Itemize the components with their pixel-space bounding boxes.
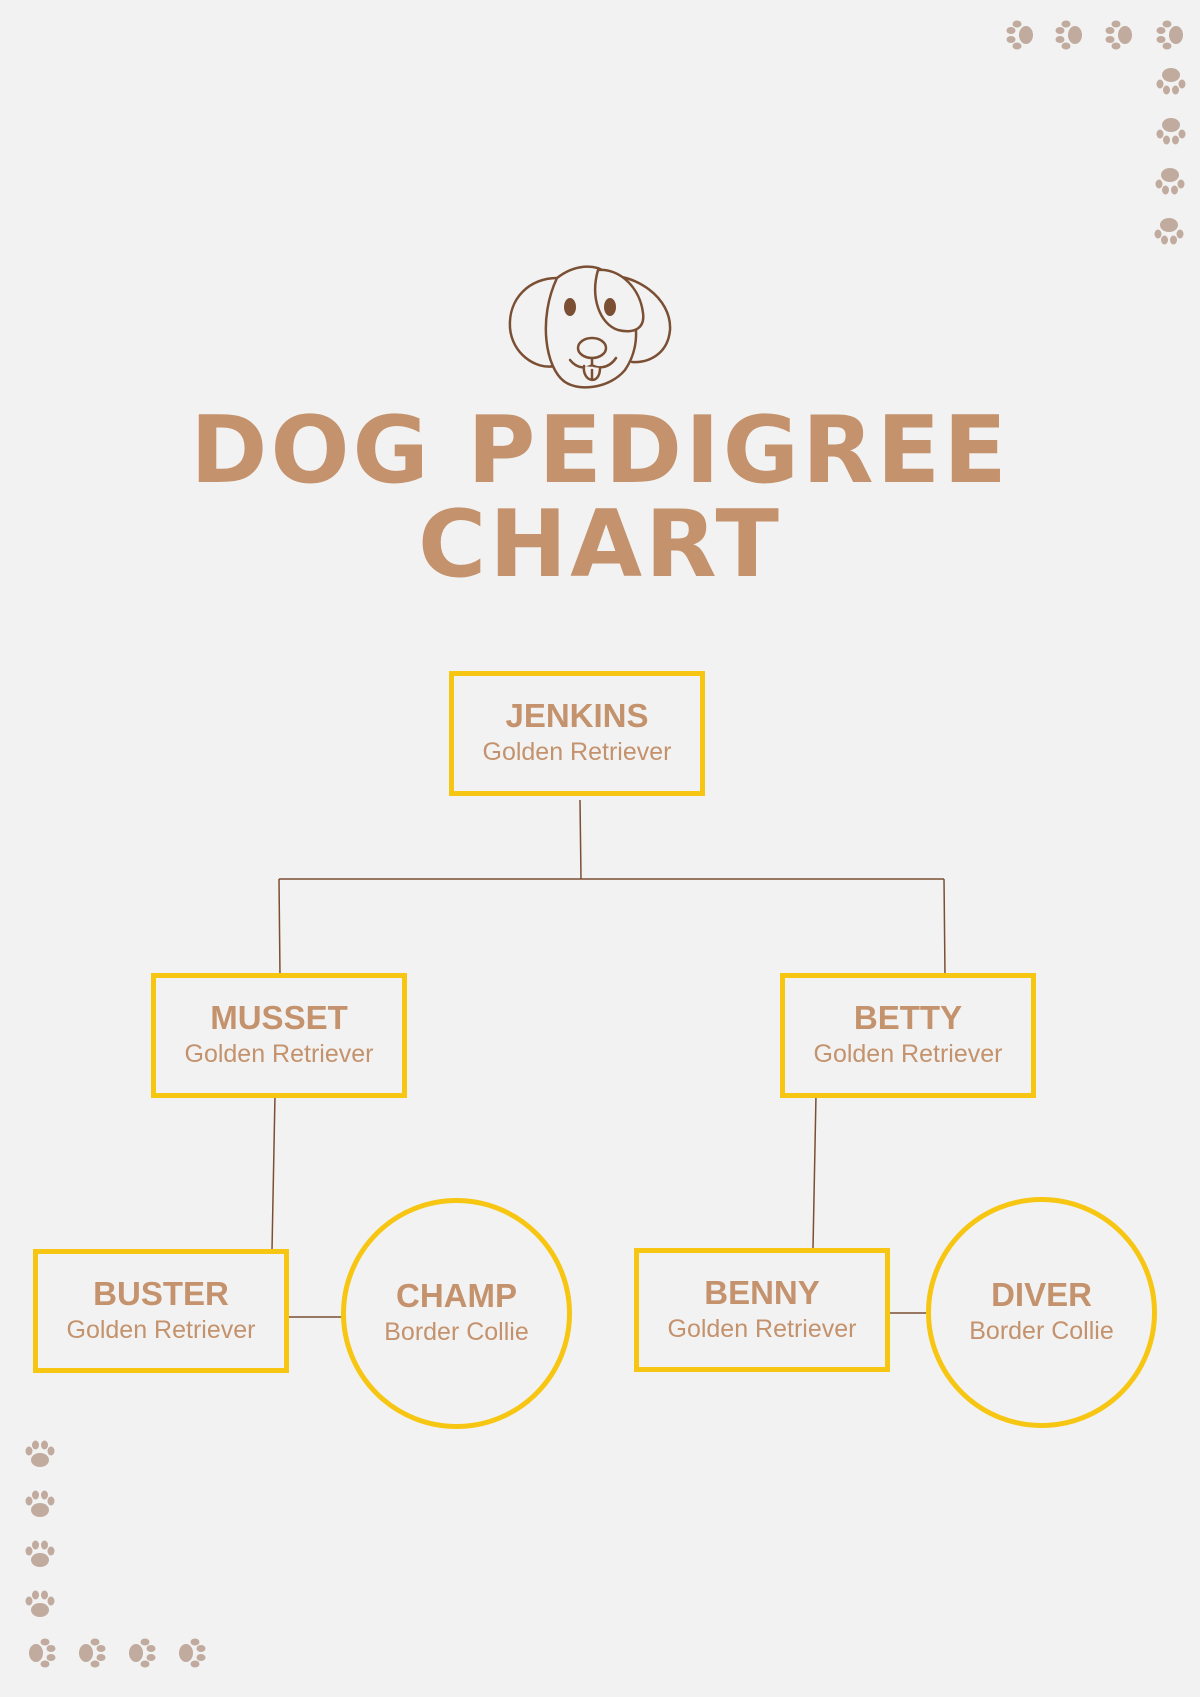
paw-print-icon [1051, 17, 1087, 53]
connector-musset-buster [271, 1094, 276, 1251]
node-breed: Golden Retriever [813, 1040, 1003, 1069]
node-jenkins: JENKINS Golden Retriever [449, 671, 705, 796]
node-diver: DIVER Border Collie [926, 1197, 1157, 1428]
node-name: MUSSET [210, 999, 348, 1037]
node-breed: Border Collie [969, 1317, 1114, 1346]
node-buster: BUSTER Golden Retriever [33, 1249, 289, 1373]
connector-jenkins-down [579, 799, 582, 880]
paw-print-icon [1151, 213, 1187, 249]
node-name: BENNY [704, 1273, 820, 1311]
paw-print-icon [1153, 113, 1189, 149]
paw-print-icon [74, 1635, 110, 1671]
node-name: DIVER [991, 1276, 1092, 1314]
paw-print-icon [22, 1436, 58, 1472]
paw-print-icon [1002, 17, 1038, 53]
paw-print-icon [1152, 163, 1188, 199]
page-title-line-2: CHART [418, 490, 782, 598]
node-breed: Golden Retriever [66, 1315, 256, 1344]
node-name: CHAMP [396, 1277, 517, 1315]
paw-print-icon [22, 1536, 58, 1572]
paw-print-icon [1152, 17, 1188, 53]
node-betty: BETTY Golden Retriever [780, 973, 1036, 1098]
node-musset: MUSSET Golden Retriever [151, 973, 407, 1098]
paw-print-icon [124, 1635, 160, 1671]
page-title-line-1: DOG PEDIGREE [190, 396, 1010, 504]
node-benny: BENNY Golden Retriever [634, 1248, 890, 1372]
paw-print-icon [22, 1486, 58, 1522]
node-breed: Golden Retriever [184, 1040, 374, 1069]
connector-betty-benny [812, 1094, 817, 1249]
node-name: BUSTER [93, 1274, 229, 1312]
paw-print-icon [1153, 63, 1189, 99]
connector-to-musset [278, 878, 281, 977]
node-breed: Golden Retriever [667, 1314, 857, 1343]
paw-print-icon [22, 1586, 58, 1622]
node-champ: CHAMP Border Collie [341, 1198, 572, 1429]
node-name: BETTY [853, 999, 963, 1037]
node-name: JENKINS [505, 697, 649, 735]
node-breed: Golden Retriever [482, 738, 672, 767]
connector-to-betty [943, 878, 946, 977]
paw-print-icon [174, 1635, 210, 1671]
paw-print-icon [24, 1635, 60, 1671]
paw-print-icon [1101, 17, 1137, 53]
node-breed: Border Collie [384, 1318, 529, 1347]
dog-face-icon [508, 265, 672, 389]
